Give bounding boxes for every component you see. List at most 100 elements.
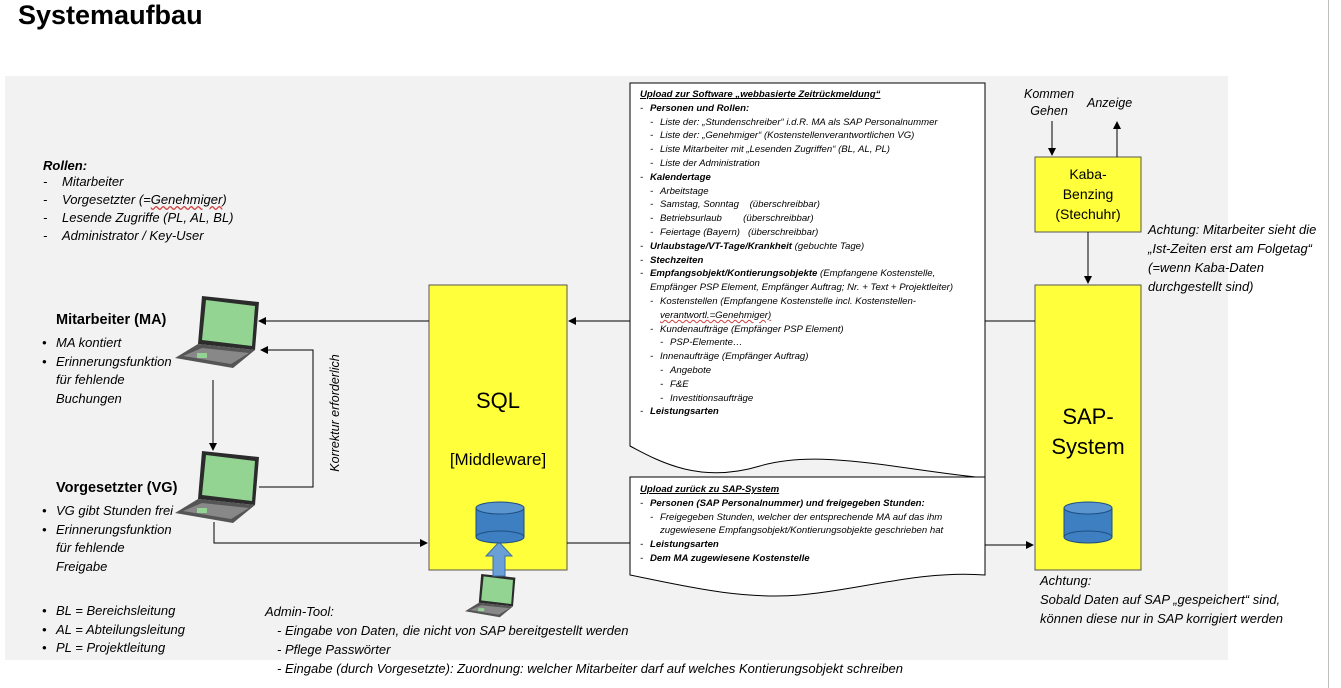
doc-item: PSP-Elemente… (670, 337, 743, 349)
doc-item: Samstag, Sonntag (überschreibbar) (660, 199, 820, 211)
list-item: PL = Projektleitung (56, 640, 166, 655)
doc-item: Innenaufträge (Empfänger Auftrag) (660, 351, 809, 363)
sap-title-line: System (1051, 434, 1125, 459)
note-line: durchgestellt sind) (1148, 279, 1254, 294)
doc-heading: Upload zur Software „webbasierte Zeitrüc… (640, 89, 881, 100)
roles-block: Rollen: -Mitarbeiter -Vorgesetzter (=Gen… (43, 158, 283, 245)
doc-item: Urlaubstage/VT-Tage/Krankheit (gebuchte … (650, 240, 864, 254)
note-line: „Ist-Zeiten erst am Folgetag“ (1148, 241, 1312, 256)
admin-arrow-icon (484, 541, 514, 577)
list-item: Freigabe (56, 558, 108, 574)
upload-doc-2-text: Upload zurück zu SAP-System -Personen (S… (640, 483, 980, 566)
note-line: Achtung: Mitarbeiter sieht die (1148, 222, 1317, 237)
note-sap: Achtung: Sobald Daten auf SAP „gespeiche… (1040, 571, 1283, 628)
doc-item: Kundenaufträge (Empfänger PSP Element) (660, 323, 844, 335)
note-line: (=wenn Kaba-Daten (1148, 260, 1264, 275)
role-item: Lesende Zugriffe (PL, AL, BL) (62, 210, 234, 225)
doc-item: F&E (670, 378, 689, 390)
admin-item: - Pflege Passwörter (277, 642, 391, 657)
doc-item: Arbeitstage (660, 185, 709, 197)
kaba-box (1034, 156, 1142, 233)
sql-title: SQL (475, 388, 521, 413)
doc-item: Personen und Rollen: (650, 102, 750, 114)
list-item: für fehlende (56, 372, 125, 387)
sql-subtitle: [Middleware] (449, 450, 547, 469)
gehen-label: Gehen (1030, 104, 1068, 118)
mitarbeiter-list: •MA kontiert •Erinnerungsfunktion für fe… (34, 334, 172, 408)
list-item: MA kontiert (56, 335, 122, 350)
anzeige-label: Anzeige (1087, 96, 1133, 110)
doc-item: Investitionsaufträge (670, 392, 754, 404)
doc-item: Betriebsurlaub (überschreibbar) (660, 213, 814, 225)
arrow-korrektur (259, 346, 314, 488)
laptop-icon (465, 574, 516, 618)
sap-title: SAP- System (1035, 402, 1141, 462)
doc-item: Stechzeiten (650, 254, 704, 266)
doc-item: Leistungsarten (650, 539, 719, 551)
note-line: können diese nur in SAP korrigiert werde… (1040, 611, 1284, 626)
doc-item: Empfänger PSP Element, Empfänger Auftrag… (650, 282, 954, 294)
roles-heading: Rollen: (43, 158, 88, 173)
list-item: für fehlende (56, 540, 125, 555)
database-icon (475, 501, 525, 544)
doc-item: Leistungsarten (650, 406, 719, 418)
database-icon (1063, 501, 1113, 544)
doc-item: Personen (SAP Personalnummer) und freige… (650, 497, 925, 509)
note-line: Sobald Daten auf SAP „gespeichert“ sind, (1040, 592, 1281, 607)
laptop-icon (175, 451, 259, 523)
doc-item: Freigegeben Stunden, welcher der entspre… (660, 511, 943, 523)
doc-item: Empfangsobjekt/Kontierungsobjekte (Empfa… (650, 267, 935, 281)
role-item: Mitarbeiter (62, 174, 124, 189)
doc-item: Feiertage (Bayern) (überschreibbar) (660, 226, 819, 238)
doc-item: Kalendertage (650, 171, 711, 183)
list-item: Buchungen (56, 390, 122, 406)
list-item: BL = Bereichsleitung (56, 603, 176, 618)
admin-tool-block: Admin-Tool: - Eingabe von Daten, die nic… (265, 602, 903, 678)
list-item: AL = Abteilungsleitung (56, 621, 186, 637)
kaba-line: (Stechuhr) (1055, 206, 1121, 222)
vorgesetzter-list: •VG gibt Stunden frei •Erinnerungsfunkti… (34, 502, 173, 576)
divider (1328, 0, 1329, 688)
list-item: Erinnerungsfunktion (56, 353, 172, 369)
doc-item-bold: Empfangsobjekt/Kontierungsobjekte (650, 268, 818, 280)
doc-item-rest: (Empfangene Kostenstelle, (817, 268, 936, 280)
doc-item: Liste der Administration (660, 157, 760, 169)
doc-item: verantwortl.=Genehmiger) (660, 309, 772, 321)
sap-title-line: SAP- (1062, 404, 1114, 429)
doc-item: Liste der: „Stundenschreiber“ i.d.R. MA … (660, 116, 938, 128)
doc-item: zugewiesene Empfangsobjekt/Kontierungsob… (660, 525, 944, 537)
kaba-line: Benzing (1062, 186, 1114, 202)
list-item: VG gibt Stunden frei (56, 503, 174, 518)
admin-heading: Admin-Tool: (265, 604, 334, 619)
kommen-label: Kommen (1024, 87, 1075, 101)
abbreviation-list: •BL = Bereichsleitung •AL = Abteilungsle… (34, 602, 185, 658)
doc-item-rest: (gebuchte Tage) (792, 240, 865, 252)
diagram-panel (5, 76, 1228, 660)
page-title: Systemaufbau (18, 0, 203, 30)
admin-item: - Eingabe (durch Vorgesetzte): Zuordnung… (277, 661, 904, 676)
laptop-icon (175, 296, 259, 368)
role-item: Vorgesetzter (=Genehmiger) (62, 192, 227, 207)
doc-heading: Upload zurück zu SAP-System (640, 484, 780, 495)
kaba-label: Kaba- Benzing (Stechuhr) (1035, 164, 1141, 224)
doc-item: Angebote (670, 364, 712, 376)
doc-item: Liste der: „Genehmiger“ (Kostenstellenve… (660, 130, 915, 142)
upload-document-1 (629, 82, 986, 479)
doc-item-bold: Urlaubstage/VT-Tage/Krankheit (650, 240, 792, 252)
mitarbeiter-label: Mitarbeiter (MA) (56, 312, 167, 328)
doc-item: Dem MA zugewiesene Kostenstelle (650, 552, 810, 564)
list-item: Erinnerungsfunktion (56, 521, 172, 537)
vorgesetzter-label: Vorgesetzter (VG) (56, 480, 178, 496)
doc-item: Kostenstellen (Empfangene Kostenstelle i… (660, 295, 916, 307)
role-item: Administrator / Key-User (62, 228, 204, 243)
upload-document-2 (629, 476, 986, 597)
admin-item: - Eingabe von Daten, die nicht von SAP b… (277, 623, 629, 638)
kaba-line: Kaba- (1069, 166, 1107, 182)
kommen-gehen-label: Kommen Gehen (1024, 86, 1074, 120)
note-kaba: Achtung: Mitarbeiter sieht die „Ist-Zeit… (1148, 220, 1316, 296)
doc-item: Liste Mitarbeiter mit „Lesenden Zugriffe… (660, 144, 890, 156)
upload-doc-1-text: Upload zur Software „webbasierte Zeitrüc… (640, 88, 980, 419)
arrow-vg-to-sql (213, 522, 428, 547)
note-line: Achtung: (1040, 573, 1092, 588)
